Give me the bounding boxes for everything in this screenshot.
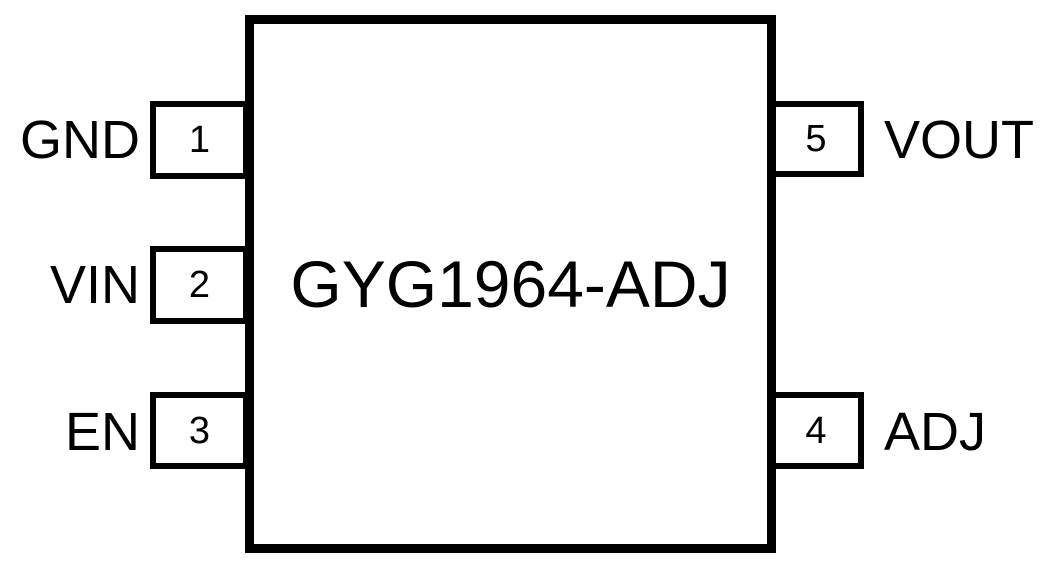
pin-label-vout: VOUT [884,110,1035,170]
pin-label-adj: ADJ [884,402,987,462]
pin-box-2[interactable]: 2 [150,246,249,324]
pin-number-3: 3 [188,409,211,452]
pin-label-en: EN [64,402,140,462]
pin-box-1[interactable]: 1 [150,101,249,179]
pin-number-5: 5 [805,118,827,160]
pin-label-gnd: GND [20,110,140,170]
pin-label-vin: VIN [49,255,140,315]
ic-body-outline: GYG1964-ADJ [245,15,776,553]
pin-box-3[interactable]: 3 [150,392,249,469]
ic-part-number-label: GYG1964-ADJ [290,247,731,321]
pin-number-2: 2 [188,264,211,306]
pin-number-1: 1 [188,119,211,161]
pin-number-4: 4 [805,409,827,452]
pin-box-4[interactable]: 4 [768,392,864,469]
pin-box-5[interactable]: 5 [768,101,864,177]
